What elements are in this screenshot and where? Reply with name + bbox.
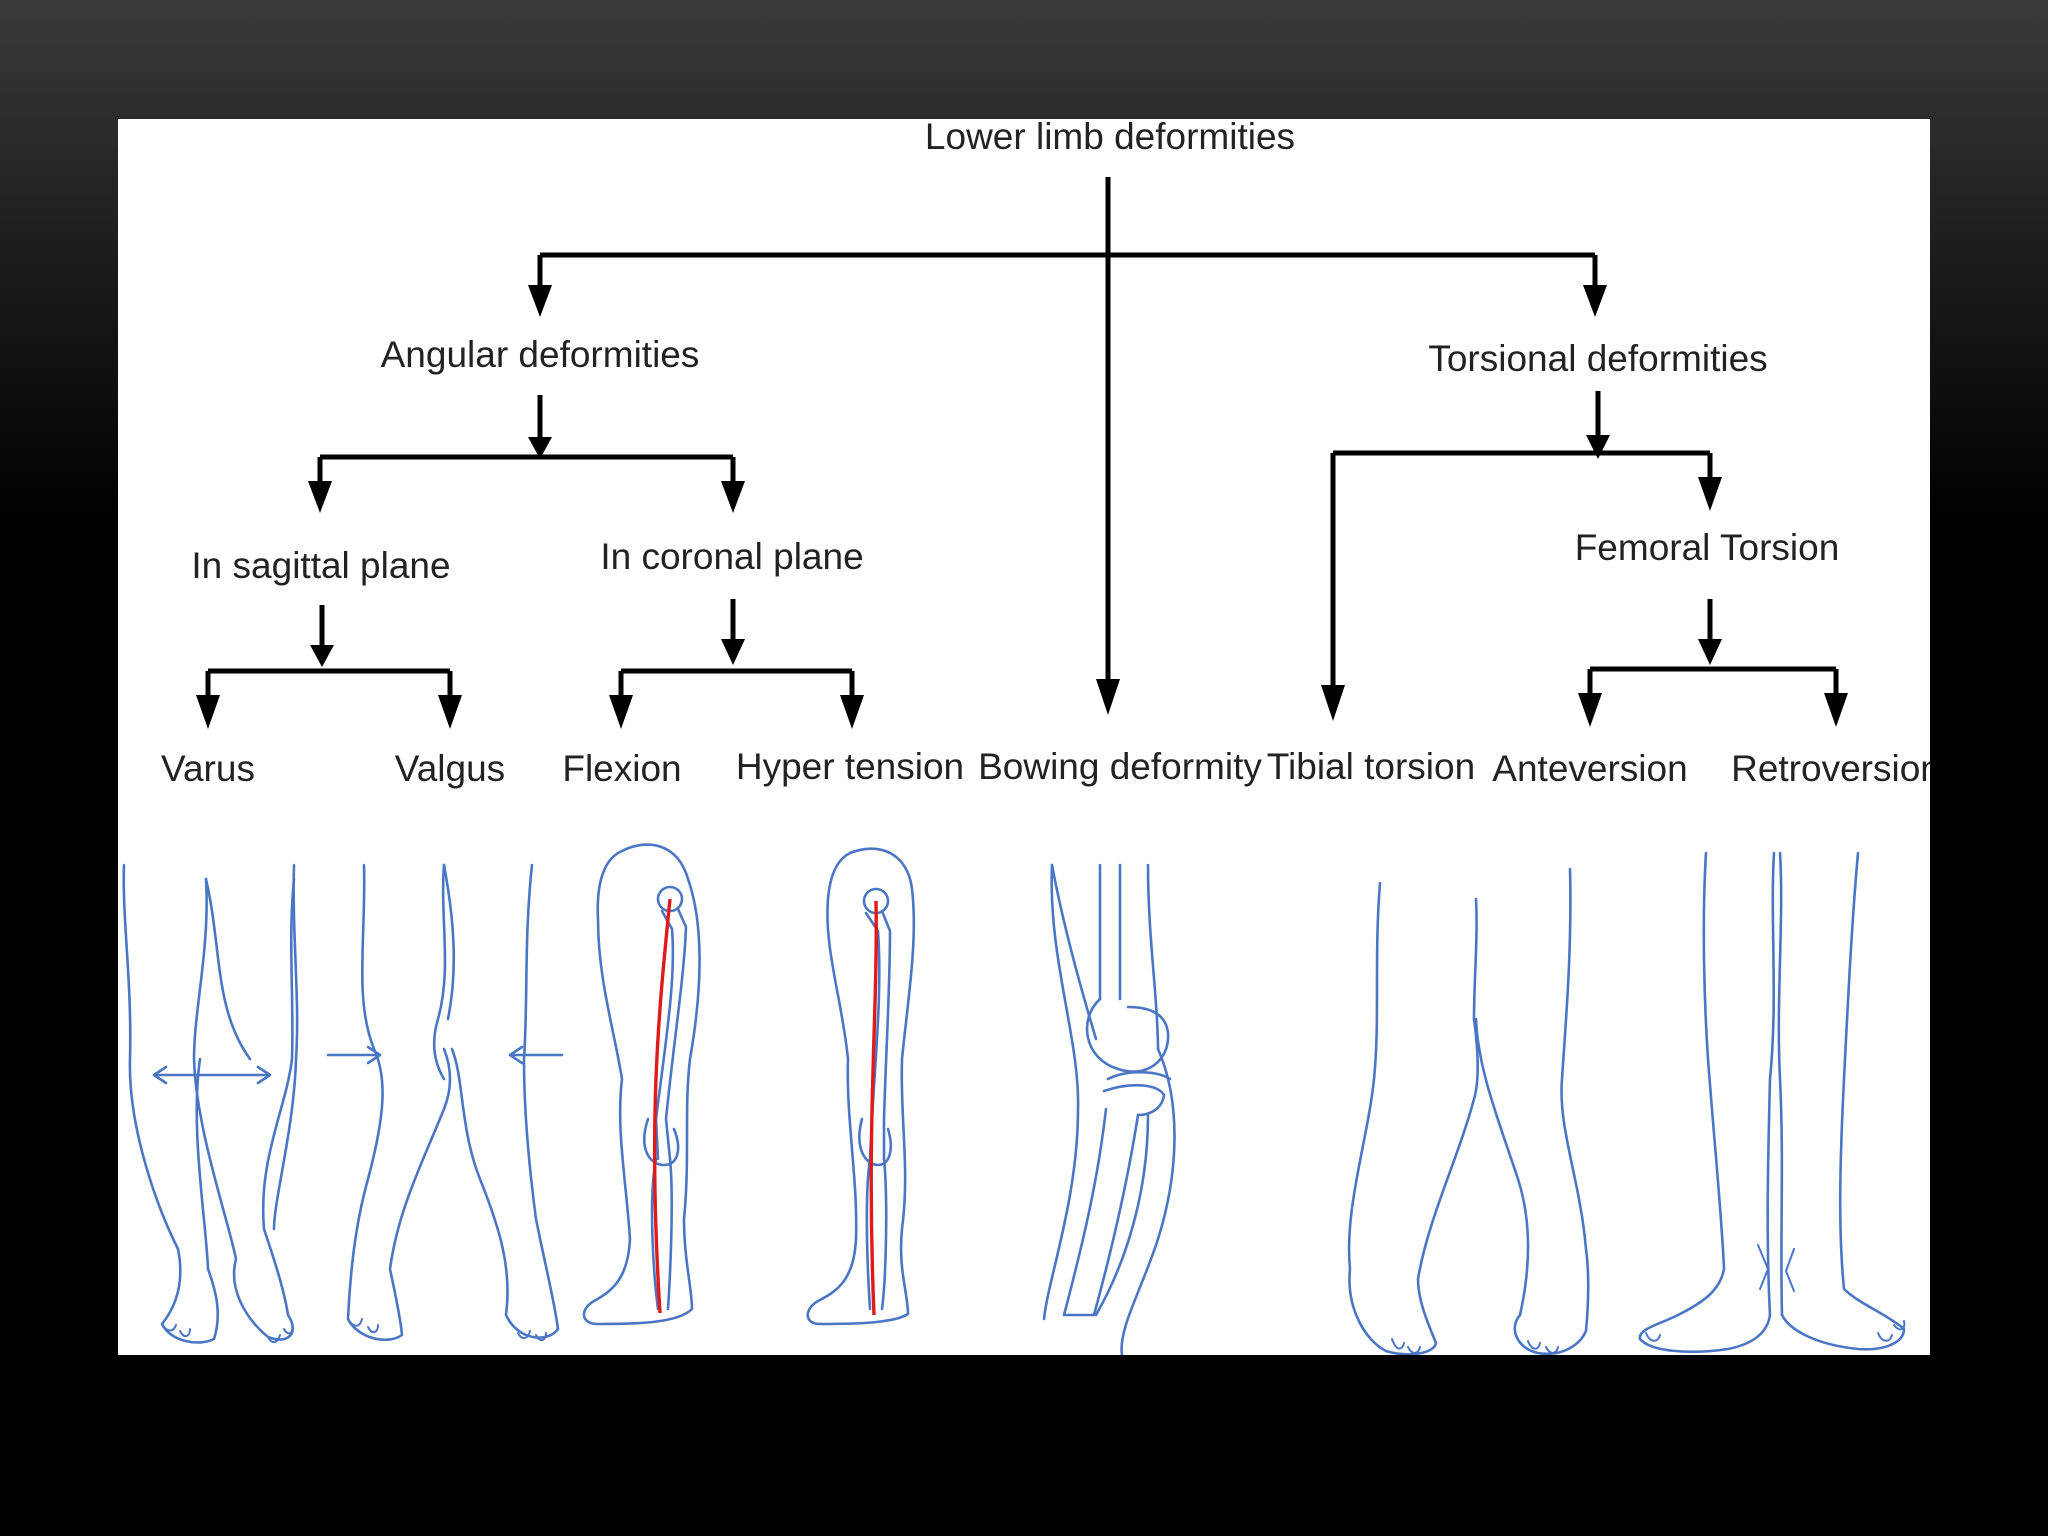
valgus-arrowhead (438, 695, 462, 729)
tree-connectors (196, 177, 1848, 729)
hyper-tension-leg-illustration (806, 847, 916, 1326)
flexion-label: Flexion (562, 748, 681, 789)
bowing-leg-illustration (1042, 863, 1176, 1355)
femoral-arrowhead (1698, 477, 1722, 511)
varus-label: Varus (161, 748, 255, 789)
sagittal-plane-label: In sagittal plane (191, 545, 450, 586)
sagittal-arrowhead (308, 481, 332, 513)
anteversion-label: Anteversion (1492, 748, 1687, 789)
torsional-deformities-label: Torsional deformities (1428, 338, 1767, 379)
varus-arrowhead (196, 695, 220, 729)
valgus-legs-illustration (326, 863, 564, 1342)
retroversion-arrowhead (1824, 693, 1848, 727)
femoral-torsion-label: Femoral Torsion (1575, 527, 1840, 568)
tibial-torsion-label: Tibial torsion (1267, 746, 1475, 787)
angular-deformities-label: Angular deformities (381, 334, 700, 375)
tibial-torsion-arrowhead (1321, 685, 1345, 721)
femoral-torsion-illustration (1638, 851, 1906, 1354)
deformity-tree-diagram: Lower limb deformities Angular deformiti… (122, 119, 1930, 1355)
angular-arrowhead (528, 285, 552, 317)
flexion-arrowhead (609, 695, 633, 729)
bowing-arrowhead (1096, 679, 1120, 715)
hyper-tension-arrowhead (840, 695, 864, 729)
slide-panel: Lower limb deformities Angular deformiti… (118, 119, 1930, 1355)
hyper-tension-mechanical-axis (869, 900, 878, 1316)
anteversion-arrowhead (1578, 693, 1602, 727)
flexion-mechanical-axis (652, 898, 672, 1314)
coronal-arrowhead (721, 481, 745, 513)
bowing-deformity-label: Bowing deformity (978, 746, 1262, 787)
torsional-arrowhead (1583, 285, 1607, 317)
varus-legs-illustration (122, 863, 299, 1344)
coronal-plane-label: In coronal plane (600, 536, 863, 577)
valgus-label: Valgus (395, 748, 505, 789)
root-label: Lower limb deformities (925, 119, 1295, 157)
flexion-leg-illustration (582, 843, 701, 1326)
hyper-tension-label: Hyper tension (736, 746, 964, 787)
retroversion-label: Retroversion (1731, 748, 1930, 789)
tibial-torsion-illustration (1347, 867, 1590, 1355)
